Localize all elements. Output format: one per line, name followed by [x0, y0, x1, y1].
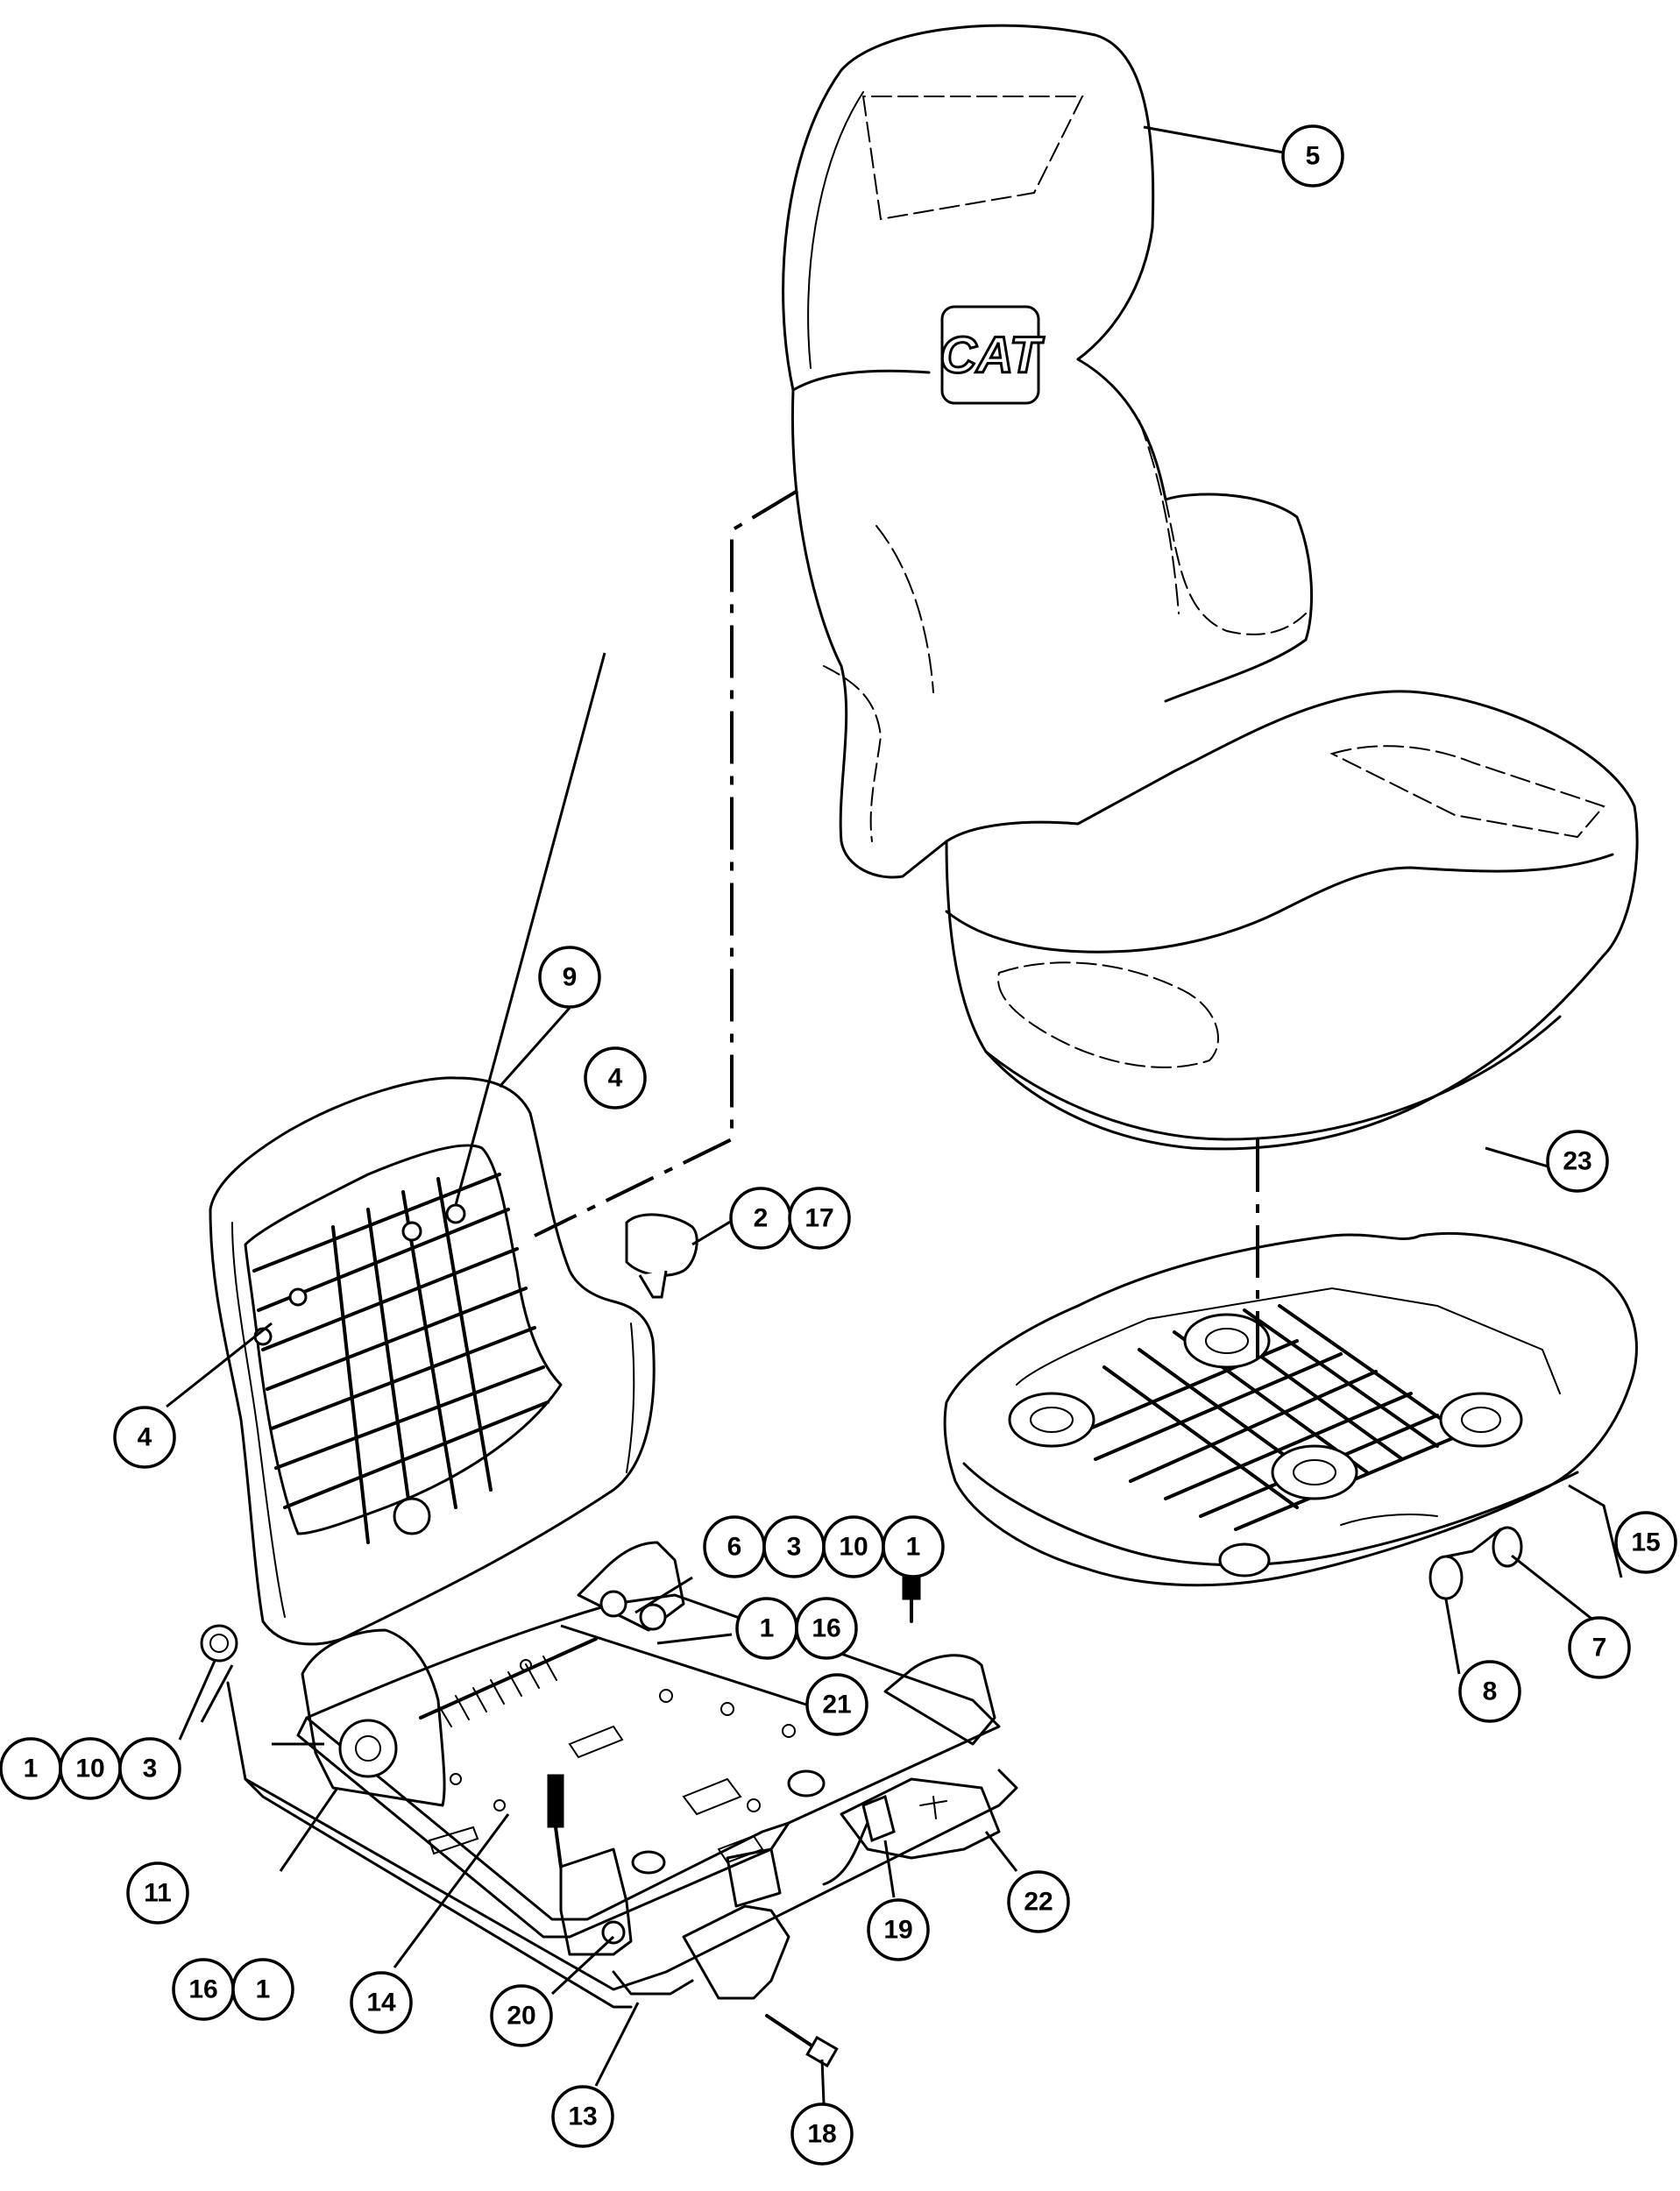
callout-3: 3	[762, 1515, 826, 1578]
callout-6: 6	[703, 1515, 766, 1578]
spring-21	[419, 1637, 598, 1727]
callout-1-c: 1	[0, 1737, 62, 1800]
callout-16-b: 16	[172, 1958, 235, 2021]
cat-logo-text: CAT	[940, 327, 1045, 384]
callout-11: 11	[126, 1861, 189, 1925]
recline-knob	[625, 1213, 698, 1299]
callout-23: 23	[1546, 1130, 1609, 1193]
bolt-18	[765, 2014, 839, 2068]
cat-logo: CAT	[939, 305, 1046, 405]
callout-1-label: 1	[906, 1533, 921, 1562]
callout-9: 9	[538, 946, 601, 1009]
assembly-line-backrest	[534, 489, 799, 1237]
callout-13-label: 13	[568, 2102, 597, 2131]
callout-11-label: 11	[144, 1879, 172, 1908]
seat-pan	[943, 1231, 1638, 1600]
callout-2-label: 2	[754, 1204, 769, 1233]
knob-8	[1428, 1555, 1464, 1600]
callout-10-label: 10	[839, 1533, 868, 1562]
callout-8: 8	[1458, 1660, 1521, 1723]
callout-5: 5	[1281, 124, 1344, 188]
callout-22: 22	[1007, 1870, 1070, 1933]
callout-13: 13	[551, 2085, 614, 2148]
base-plate-assembly	[226, 1541, 1018, 2068]
callout-1-d-label: 1	[256, 1975, 271, 2004]
callout-1-c-label: 1	[24, 1755, 39, 1783]
callout-18-label: 18	[807, 2120, 836, 2149]
callout-23-label: 23	[1563, 1147, 1591, 1176]
callout-14: 14	[350, 1971, 413, 2034]
callout-22-label: 22	[1024, 1888, 1053, 1917]
callout-18: 18	[790, 2102, 854, 2166]
callout-10: 10	[822, 1515, 885, 1578]
callout-4: 4	[584, 1046, 647, 1110]
callout-1-d: 1	[231, 1958, 294, 2021]
callout-21: 21	[805, 1673, 868, 1736]
callout-21-label: 21	[822, 1691, 851, 1719]
callout-19: 19	[867, 1898, 930, 1961]
callout-16-label: 16	[812, 1614, 840, 1643]
callout-7: 7	[1568, 1616, 1631, 1679]
callout-1-b-label: 1	[760, 1614, 775, 1643]
callout-7-label: 7	[1592, 1634, 1607, 1663]
handle-22	[822, 1777, 1001, 1886]
backrest-frame	[200, 1076, 698, 1663]
callout-16-b-label: 16	[188, 1975, 217, 2004]
callout-4-label: 4	[608, 1064, 623, 1093]
callout-4-lower-label: 4	[138, 1423, 152, 1452]
callout-3-b-label: 3	[143, 1755, 158, 1783]
callout-8-label: 8	[1483, 1677, 1498, 1706]
callout-20-label: 20	[507, 2002, 535, 2031]
callout-2: 2	[729, 1187, 792, 1250]
callout-15-label: 15	[1631, 1528, 1660, 1557]
callout-5-label: 5	[1306, 142, 1321, 171]
callout-15: 15	[1614, 1511, 1677, 1574]
callout-3-label: 3	[787, 1533, 802, 1562]
callout-17-label: 17	[805, 1204, 833, 1233]
callout-1: 1	[882, 1515, 945, 1578]
callout-14-label: 14	[366, 1989, 396, 2017]
callout-10-b-label: 10	[75, 1755, 104, 1783]
callout-10-b: 10	[59, 1737, 122, 1800]
callout-19-label: 19	[883, 1916, 912, 1945]
callout-20: 20	[490, 1984, 553, 2047]
callout-3-b: 3	[118, 1737, 181, 1800]
callout-17: 17	[788, 1187, 851, 1250]
callout-6-label: 6	[727, 1533, 742, 1562]
callout-9-label: 9	[563, 963, 578, 992]
callout-4-lower: 4	[113, 1406, 176, 1469]
callout-1-b: 1	[735, 1597, 798, 1660]
callout-16: 16	[795, 1597, 858, 1660]
seat-cushion-assembly: CAT	[782, 24, 1639, 1151]
